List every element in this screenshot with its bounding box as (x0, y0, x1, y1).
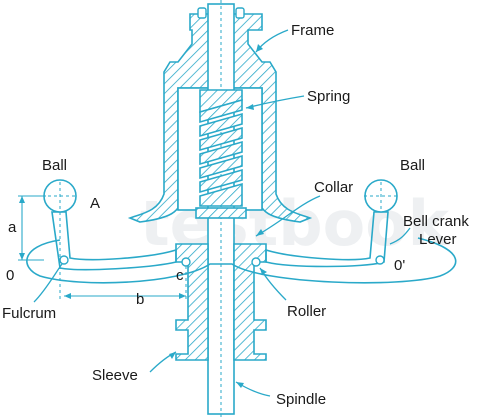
roller-left (181, 257, 191, 267)
right-bell-crank (265, 211, 389, 268)
collar-leader (255, 195, 321, 237)
dim-b-label: b (136, 291, 144, 308)
point-c-label: c (176, 267, 184, 284)
roller-right (251, 257, 261, 267)
dim-a-label: a (8, 219, 17, 236)
roller-label: Roller (287, 303, 326, 320)
dimension-a (18, 195, 46, 261)
lever-loop (26, 237, 457, 284)
point-a-label: A (90, 195, 100, 212)
ball-right-label: Ball (400, 157, 425, 174)
bell-crank-leader (389, 227, 411, 245)
lever-label: Lever (419, 231, 457, 248)
spindle-label: Spindle (276, 391, 326, 408)
ball-left-label: Ball (42, 157, 67, 174)
spring (199, 89, 243, 207)
zero-left-label: 0 (6, 267, 14, 284)
spring-label: Spring (307, 88, 350, 105)
sleeve-label: Sleeve (92, 367, 138, 384)
zero-right-label: 0' (394, 257, 405, 274)
frame-label: Frame (291, 22, 334, 39)
collar-label: Collar (314, 179, 353, 196)
bell-crank-label: Bell crank (403, 213, 469, 230)
collar (195, 207, 247, 219)
dimension-b (64, 266, 187, 300)
fulcrum-label: Fulcrum (2, 305, 56, 322)
fulcrum-leader (33, 263, 63, 303)
